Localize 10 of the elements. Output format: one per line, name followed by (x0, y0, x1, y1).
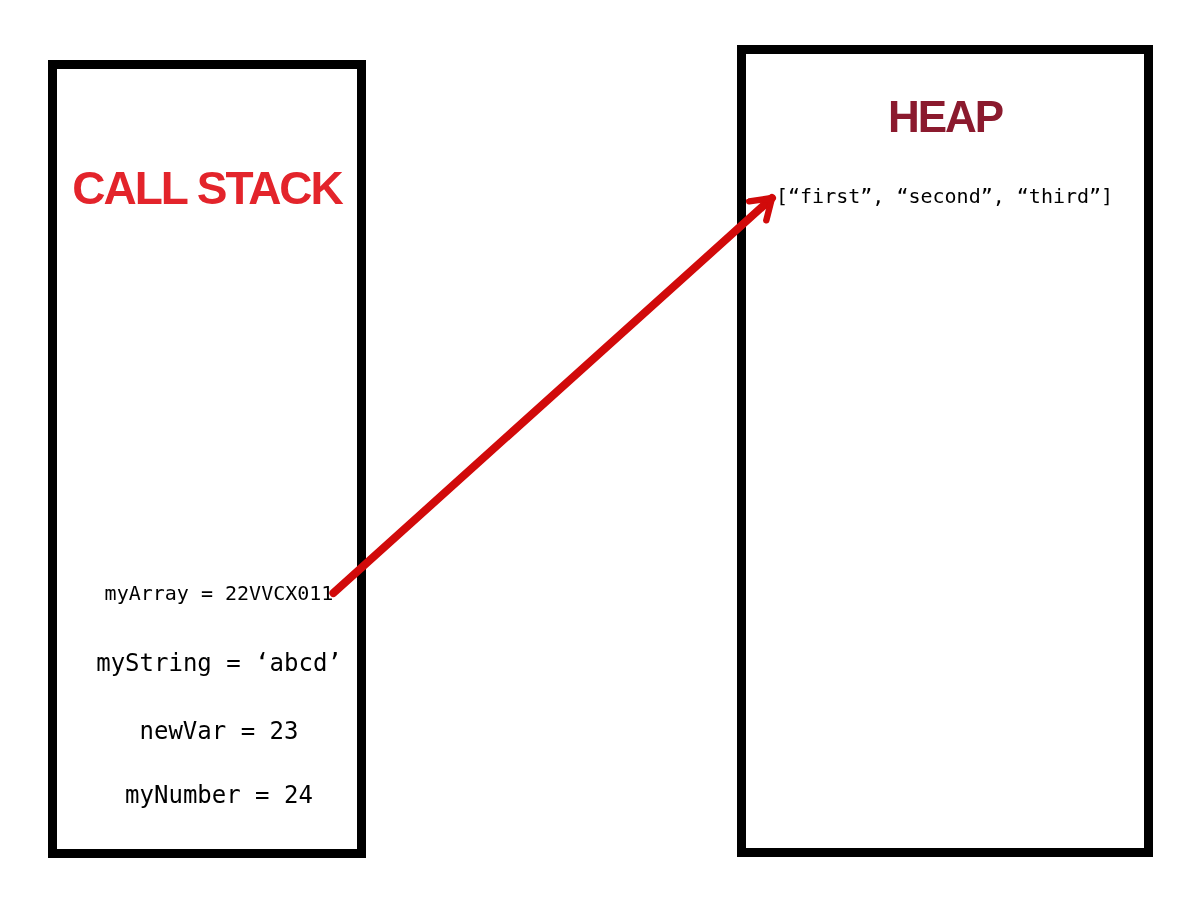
arrow (329, 194, 776, 597)
variable-text: myString = ‘abcd’ (96, 649, 342, 678)
variable-text: newVar = 23 (139, 717, 299, 746)
heap-panel (737, 45, 1153, 857)
call-stack-panel (48, 60, 366, 858)
panel-heading: HEAP (886, 92, 1004, 142)
array-value-text: [“first”, “second”, “third”] (776, 184, 1114, 208)
variable-text: myNumber = 24 (125, 781, 313, 810)
panel-heading: CALL STACK (71, 161, 344, 215)
variable-text: myArray = 22VVCX011 (104, 581, 334, 605)
